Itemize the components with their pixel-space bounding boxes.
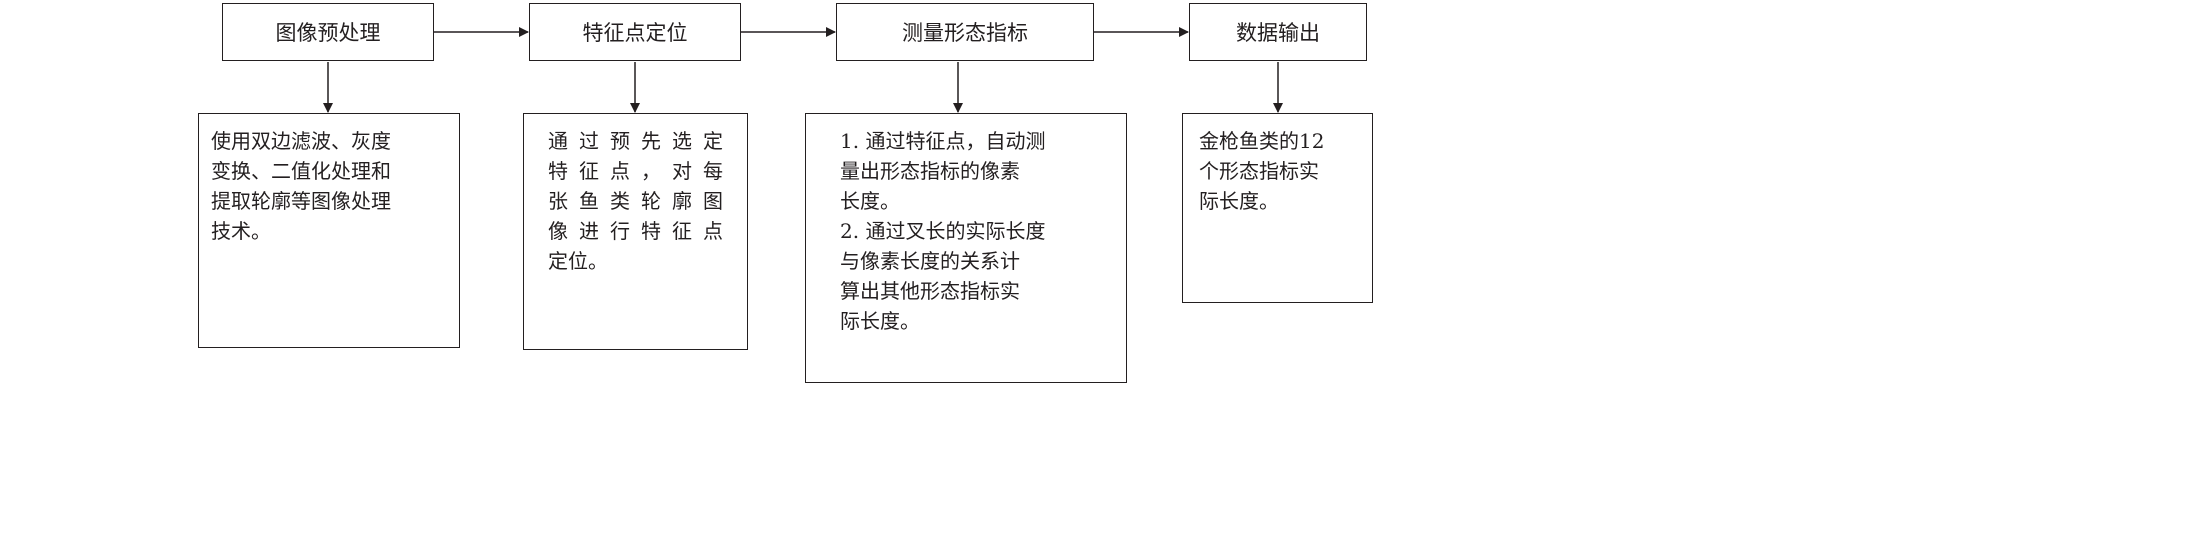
description-line: 使用双边滤波、灰度 [211,129,391,153]
description-line: 变换、二值化处理和 [211,159,391,183]
description-line: 际长度。 [1199,189,1279,213]
description-line: 像进行特征点 [548,219,723,243]
flowchart-arrows [323,27,1283,113]
flowchart-canvas: 图像预处理 特征点定位 测量形态指标 数据输出 使用双边滤波、灰度 变换、二值化… [198,3,1373,383]
description-measure-morphological-indices: 1. 通过特征点，自动测 量出形态指标的像素 长度。 2. 通过叉长的实际长度 … [805,113,1127,383]
step-label: 数据输出 [1236,21,1320,45]
description-data-output: 金枪鱼类的12 个形态指标实 际长度。 [1182,113,1373,303]
description-line: 个形态指标实 [1199,159,1319,183]
step-measure-morphological-indices: 测量形态指标 [836,3,1094,61]
description-line: 金枪鱼类的12 [1199,129,1325,153]
step-image-preprocessing: 图像预处理 [222,3,434,61]
description-line: 1. 通过特征点，自动测 [840,129,1046,153]
description-line: 2. 通过叉长的实际长度 [840,219,1046,243]
step-label: 测量形态指标 [902,21,1028,45]
description-line: 长度。 [840,189,900,213]
description-line: 通过预先选定 [548,129,723,153]
description-line: 定位。 [548,249,608,273]
description-line: 算出其他形态指标实 [840,279,1020,303]
description-image-preprocessing: 使用双边滤波、灰度 变换、二值化处理和 提取轮廓等图像处理 技术。 [198,113,460,348]
description-line: 提取轮廓等图像处理 [211,189,391,213]
description-line: 与像素长度的关系计 [840,249,1020,273]
description-feature-point-location: 通过预先选定 特征点，对每 张鱼类轮廓图 像进行特征点 定位。 [523,113,748,350]
description-line: 张鱼类轮廓图 [548,189,723,213]
step-label: 特征点定位 [582,21,688,45]
step-label: 图像预处理 [275,21,381,45]
description-line: 际长度。 [840,309,920,333]
step-feature-point-location: 特征点定位 [529,3,741,61]
description-line: 特征点，对每 [548,159,723,183]
description-line: 技术。 [211,219,271,243]
description-line: 量出形态指标的像素 [840,159,1020,183]
step-data-output: 数据输出 [1189,3,1367,61]
